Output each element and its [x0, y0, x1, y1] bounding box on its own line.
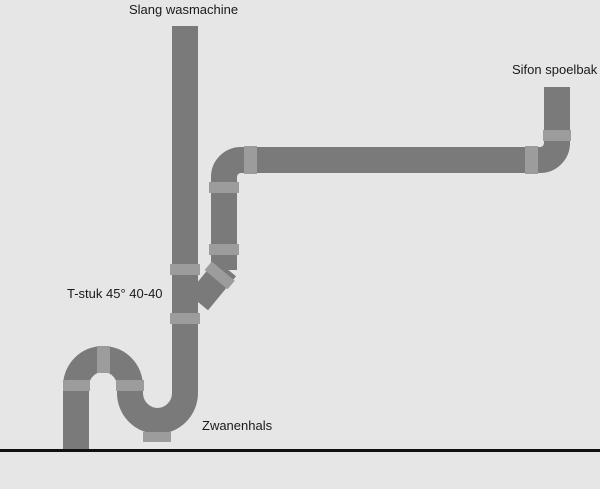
- coupling-horizontal-right: [525, 146, 538, 174]
- washing-machine-hose-label: Slang wasmachine: [129, 2, 239, 17]
- coupling-siphon: [543, 130, 571, 141]
- coupling-trap-right: [116, 380, 144, 391]
- trap-label: Zwanenhals: [202, 418, 273, 433]
- coupling-trap-left: [63, 380, 90, 391]
- coupling-standpipe-lower: [170, 313, 200, 324]
- branch-riser: [211, 87, 570, 270]
- sink-siphon-label: Sifon spoelbak: [512, 62, 598, 77]
- coupling-horizontal-left: [244, 146, 257, 174]
- coupling-branch-low: [209, 244, 239, 255]
- coupling-branch-high: [209, 182, 239, 193]
- coupling-trap-top: [97, 346, 110, 373]
- coupling-trap-bottom: [143, 432, 171, 442]
- floor-line: [0, 449, 600, 452]
- standpipe: [117, 26, 198, 434]
- coupling-tee-branch: [204, 261, 235, 290]
- coupling-standpipe-upper: [170, 264, 200, 275]
- tee-fitting-label: T-stuk 45° 40-40: [67, 286, 163, 301]
